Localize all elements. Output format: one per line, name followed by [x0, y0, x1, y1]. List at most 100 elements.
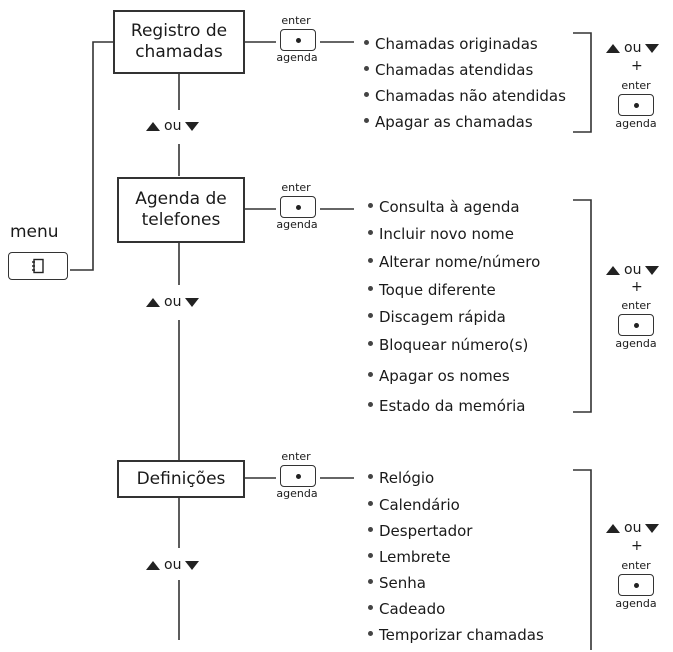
agenda-label: agenda: [615, 597, 657, 610]
bullet-icon: [368, 527, 373, 532]
arrow-up-icon: [146, 121, 160, 131]
enter-key[interactable]: [280, 196, 316, 218]
list-item[interactable]: Chamadas originadas: [364, 35, 538, 53]
agenda-label: agenda: [276, 487, 318, 500]
bullet-icon: [368, 605, 373, 610]
or-label: ou: [164, 557, 182, 573]
section-title-line: Registro de: [130, 21, 228, 41]
list-item[interactable]: Toque diferente: [368, 281, 496, 299]
section-box-definicoes[interactable]: Definições: [117, 460, 245, 498]
list-item[interactable]: Apagar as chamadas: [364, 113, 533, 131]
list-item[interactable]: Incluir novo nome: [368, 225, 514, 243]
section-title-line: Definições: [136, 468, 226, 489]
list-item[interactable]: Relógio: [368, 469, 434, 487]
list-item-label: Toque diferente: [379, 281, 496, 299]
list-item[interactable]: Temporizar chamadas: [368, 626, 544, 644]
bullet-icon: [368, 341, 373, 346]
list-item-label: Cadeado: [379, 600, 446, 618]
arrow-down-icon: [185, 560, 200, 570]
enter-key[interactable]: [280, 465, 316, 487]
nav-legend-or: ou: [606, 520, 660, 536]
arrow-down-icon: [645, 265, 660, 275]
section-title-line: chamadas: [135, 42, 223, 62]
bullet-icon: [368, 203, 373, 208]
arrow-up-icon: [606, 43, 620, 53]
menu-label: menu: [10, 222, 59, 242]
list-item[interactable]: Estado da memória: [368, 397, 525, 415]
section-title-line: telefones: [141, 210, 221, 230]
enter-key[interactable]: [618, 574, 654, 596]
list-item[interactable]: Bloquear número(s): [368, 336, 528, 354]
nav-up-or-down: ou: [146, 118, 200, 134]
section-box-agenda[interactable]: Agenda de telefones: [117, 177, 245, 243]
list-item-label: Chamadas não atendidas: [375, 87, 566, 105]
bracket-2: [573, 199, 592, 413]
list-item[interactable]: Chamadas não atendidas: [364, 87, 566, 105]
bullet-icon: [368, 230, 373, 235]
list-item-label: Apagar as chamadas: [375, 113, 533, 131]
section-box-registro[interactable]: Registro de chamadas: [113, 10, 245, 74]
enter-label: enter: [621, 299, 651, 312]
nav-up-or-down: ou: [146, 557, 200, 573]
list-item-label: Incluir novo nome: [379, 225, 514, 243]
list-item-label: Estado da memória: [379, 397, 526, 415]
plus-sign: +: [631, 58, 643, 74]
or-label: ou: [624, 520, 642, 536]
arrow-up-icon: [146, 297, 160, 307]
enter-key[interactable]: [280, 29, 316, 51]
list-item-label: Consulta à agenda: [379, 198, 520, 216]
nav-up-or-down: ou: [146, 294, 200, 310]
plus-sign: +: [631, 279, 643, 295]
list-item-label: Lembrete: [379, 548, 451, 566]
dot-icon: [633, 322, 639, 328]
arrow-up-icon: [606, 523, 620, 533]
list-item-label: Relógio: [379, 469, 435, 487]
arrow-down-icon: [185, 297, 200, 307]
bullet-icon: [368, 501, 373, 506]
bullet-icon: [368, 402, 373, 407]
bullet-icon: [364, 118, 369, 123]
nav-legend-or: ou: [606, 40, 660, 56]
dot-icon: [295, 473, 301, 479]
bullet-icon: [368, 631, 373, 636]
bullet-icon: [368, 286, 373, 291]
bullet-icon: [368, 579, 373, 584]
or-label: ou: [164, 118, 182, 134]
list-item[interactable]: Calendário: [368, 496, 460, 514]
bullet-icon: [364, 40, 369, 45]
menu-connector: [70, 41, 113, 271]
plus-sign: +: [631, 538, 643, 554]
agenda-label: agenda: [276, 218, 318, 231]
agenda-label: agenda: [615, 337, 657, 350]
list-item[interactable]: Apagar os nomes: [368, 367, 510, 385]
section-title-line: Agenda de: [135, 189, 227, 209]
list-item[interactable]: Consulta à agenda: [368, 198, 520, 216]
list-item-label: Chamadas originadas: [375, 35, 538, 53]
list-item[interactable]: Senha: [368, 574, 426, 592]
arrow-up-icon: [606, 265, 620, 275]
list-item-label: Calendário: [379, 496, 460, 514]
list-item[interactable]: Discagem rápida: [368, 308, 506, 326]
nav-legend-or: ou: [606, 262, 660, 278]
list-item[interactable]: Lembrete: [368, 548, 451, 566]
bullet-icon: [368, 553, 373, 558]
dot-icon: [295, 204, 301, 210]
enter-label: enter: [281, 14, 311, 27]
agenda-label: agenda: [615, 117, 657, 130]
arrow-down-icon: [645, 523, 660, 533]
enter-label: enter: [281, 181, 311, 194]
list-item[interactable]: Cadeado: [368, 600, 445, 618]
bullet-icon: [368, 474, 373, 479]
list-item-label: Senha: [379, 574, 426, 592]
bracket-1: [573, 32, 592, 133]
enter-label: enter: [621, 559, 651, 572]
list-item[interactable]: Chamadas atendidas: [364, 61, 533, 79]
enter-key[interactable]: [618, 314, 654, 336]
list-item-label: Despertador: [379, 522, 473, 540]
enter-key[interactable]: [618, 94, 654, 116]
list-item[interactable]: Despertador: [368, 522, 472, 540]
enter-label: enter: [621, 79, 651, 92]
list-item[interactable]: Alterar nome/número: [368, 253, 540, 271]
menu-key[interactable]: [8, 252, 68, 280]
